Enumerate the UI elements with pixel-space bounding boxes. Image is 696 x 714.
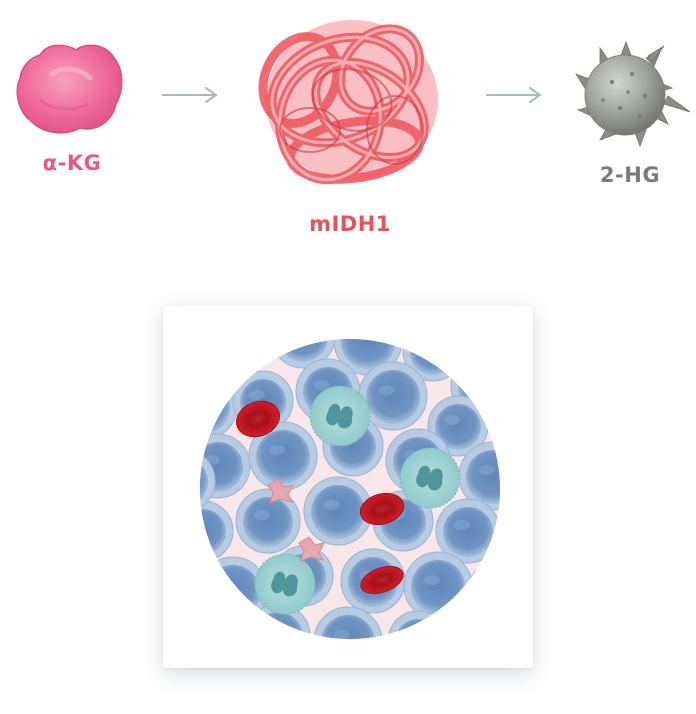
midh1-enzyme — [258, 20, 438, 185]
blast-cell — [303, 476, 373, 546]
midh1-label: mIDH1 — [309, 212, 391, 236]
granulocyte — [309, 385, 371, 447]
hg-label: 2-HG — [599, 163, 661, 187]
red-blood-cell — [360, 565, 404, 595]
platelet — [267, 478, 294, 504]
blast-cell — [200, 433, 251, 499]
blast-cell — [200, 371, 238, 441]
blast-cell — [200, 500, 234, 562]
blast-cell — [207, 339, 269, 377]
blast-cell — [387, 610, 449, 639]
akg-molecule — [16, 44, 123, 134]
red-blood-cell — [359, 492, 405, 526]
red-blood-cell — [236, 400, 280, 438]
blast-cell — [248, 421, 318, 491]
granulocyte — [254, 553, 316, 615]
pathway-diagram — [16, 20, 691, 185]
hg-molecule — [575, 40, 691, 148]
akg-label: α-KG — [42, 151, 102, 175]
blast-cell — [458, 441, 500, 511]
granulocyte — [399, 447, 461, 509]
arrow-2 — [486, 87, 542, 103]
blast-cell — [235, 488, 301, 554]
blast-cell — [467, 560, 500, 622]
blood-smear-illustration — [200, 339, 500, 639]
blood-smear-card — [163, 306, 533, 668]
blast-cell — [245, 603, 311, 639]
arrow-1 — [162, 87, 218, 103]
blast-cell — [313, 606, 383, 639]
blast-cell — [200, 448, 216, 514]
blast-cell — [403, 551, 473, 621]
blast-cell — [435, 498, 500, 564]
platelet — [298, 536, 325, 562]
blast-cell — [358, 361, 428, 431]
